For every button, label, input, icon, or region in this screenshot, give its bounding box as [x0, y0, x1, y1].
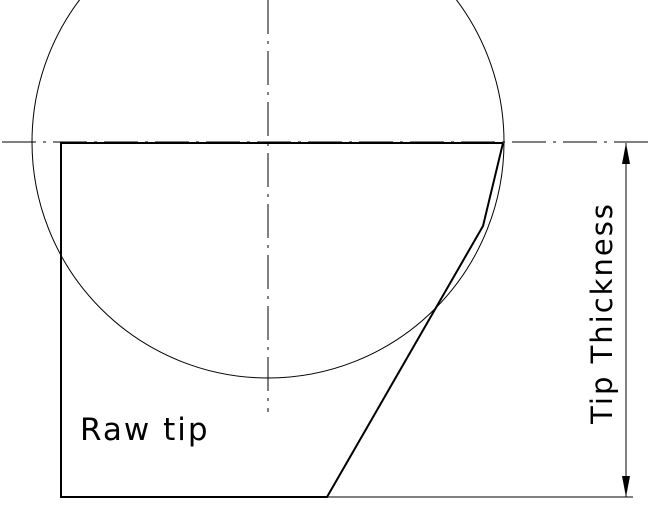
raw-tip-label: Raw tip: [80, 412, 210, 448]
raw-tip-outline: [60, 142, 504, 498]
dimension-arrow-bottom: [622, 476, 630, 497]
dimension-arrow-top: [622, 143, 630, 164]
tip-thickness-label: Tip Thickness: [585, 202, 619, 425]
